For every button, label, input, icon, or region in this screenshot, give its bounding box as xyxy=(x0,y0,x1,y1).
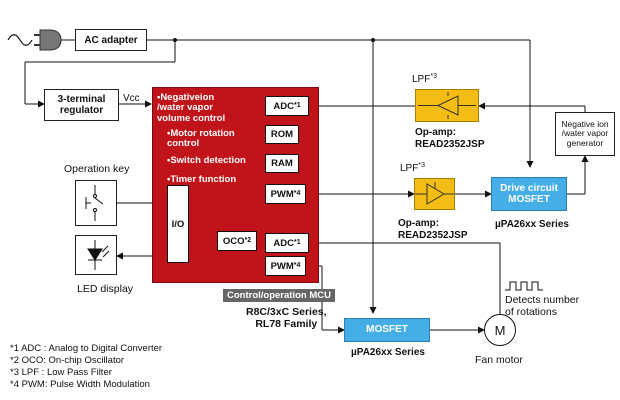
opamp-bottom-icon xyxy=(415,182,454,205)
plug-icon xyxy=(39,29,62,51)
detects-rotations-label: Detects number of rotations xyxy=(505,294,580,319)
oco-label: OCO xyxy=(222,235,245,247)
led-icon xyxy=(87,240,110,270)
lpf-bottom-label: LPF*3 xyxy=(400,162,425,174)
ram-block: RAM xyxy=(265,154,299,173)
ac-adapter-block: AC adapter xyxy=(75,29,147,51)
lpf-bottom-block xyxy=(414,178,455,210)
lpf-top-block xyxy=(415,89,479,122)
pwm-bottom-label: PWM xyxy=(270,260,294,272)
mcu-tag: Control/operation MCU xyxy=(223,289,335,302)
mcu-feature-switch: •Switch detection xyxy=(167,155,246,166)
io-label: I/O xyxy=(171,218,185,230)
mosfet-block: MOSFET xyxy=(344,318,430,342)
pwm-bottom-note: *4 xyxy=(293,261,301,269)
drive-circuit-block: Drive circuit MOSFET xyxy=(491,177,567,211)
regulator-label: 3-terminal regulator xyxy=(57,94,106,116)
mcu-feature-motor: •Motor rotation control xyxy=(167,128,235,150)
pwm-top-label: PWM xyxy=(270,188,294,200)
mosfet-series: µPA26xx Series xyxy=(351,347,425,358)
regulator-block: 3-terminal regulator xyxy=(44,89,119,121)
vcc-label: Vcc xyxy=(123,93,140,104)
fan-motor-label: Fan motor xyxy=(475,354,523,366)
oco-block: OCO*2 xyxy=(217,231,257,251)
mcu-feature-volume: •Negativeion /water vapor volume control xyxy=(157,92,226,124)
pwm-bottom-block: PWM*4 xyxy=(265,256,306,276)
pwm-top-note: *4 xyxy=(293,189,301,197)
lpf-top-label: LPF*3 xyxy=(412,73,437,85)
footnote-lpf: *3 LPF : Low Pass Filter xyxy=(10,367,112,378)
led-display-block xyxy=(75,235,117,275)
operation-key-label: Operation key xyxy=(64,163,130,175)
adc-bottom-note: *1 xyxy=(293,238,301,246)
ram-label: RAM xyxy=(271,158,293,169)
pwm-top-block: PWM*4 xyxy=(265,184,306,204)
mosfet-label: MOSFET xyxy=(366,324,408,336)
led-display-label: LED display xyxy=(77,283,134,295)
drive-circuit-label: Drive circuit MOSFET xyxy=(500,182,558,206)
footnote-oco: *2 OCO: On-chip Oscillator xyxy=(10,355,125,366)
footnotes: *1 ADC : Analog to Digital Converter *2 … xyxy=(10,343,162,391)
adc-top-block: ADC*1 xyxy=(265,96,309,116)
ac-adapter-label: AC adapter xyxy=(84,34,138,46)
opamp-top-icon xyxy=(418,92,476,119)
footnote-adc: *1 ADC : Analog to Digital Converter xyxy=(10,343,163,354)
opamp-top-label: Op-amp: READ2352JSP xyxy=(415,127,485,150)
opamp-bottom-label: Op-amp: READ2352JSP xyxy=(398,218,468,241)
switch-icon xyxy=(85,185,104,221)
drive-circuit-series: µPA26xx Series xyxy=(495,219,569,230)
ion-generator-block: Negative ion /water vapor generator xyxy=(555,112,615,156)
adc-bottom-block: ADC*1 xyxy=(265,233,309,253)
io-block: I/O xyxy=(167,185,189,263)
fan-motor-symbol: M xyxy=(484,314,516,346)
footnote-pwm: *4 PWM: Pulse Width Modulation xyxy=(10,379,150,390)
ac-source-icon xyxy=(7,34,33,46)
rom-label: ROM xyxy=(270,129,294,140)
adc-top-note: *1 xyxy=(293,101,301,109)
adc-bottom-label: ADC xyxy=(273,237,294,249)
mcu-feature-timer: •Timer function xyxy=(167,174,237,185)
oco-note: *2 xyxy=(244,236,252,244)
mcu-series: R8C/3xC Series, RL78 Family xyxy=(246,306,327,331)
operation-key-block xyxy=(75,180,117,226)
ion-generator-label: Negative ion /water vapor generator xyxy=(561,118,609,148)
adc-top-label: ADC xyxy=(273,100,294,112)
rom-block: ROM xyxy=(265,125,299,144)
motor-symbol-label: M xyxy=(494,322,506,338)
